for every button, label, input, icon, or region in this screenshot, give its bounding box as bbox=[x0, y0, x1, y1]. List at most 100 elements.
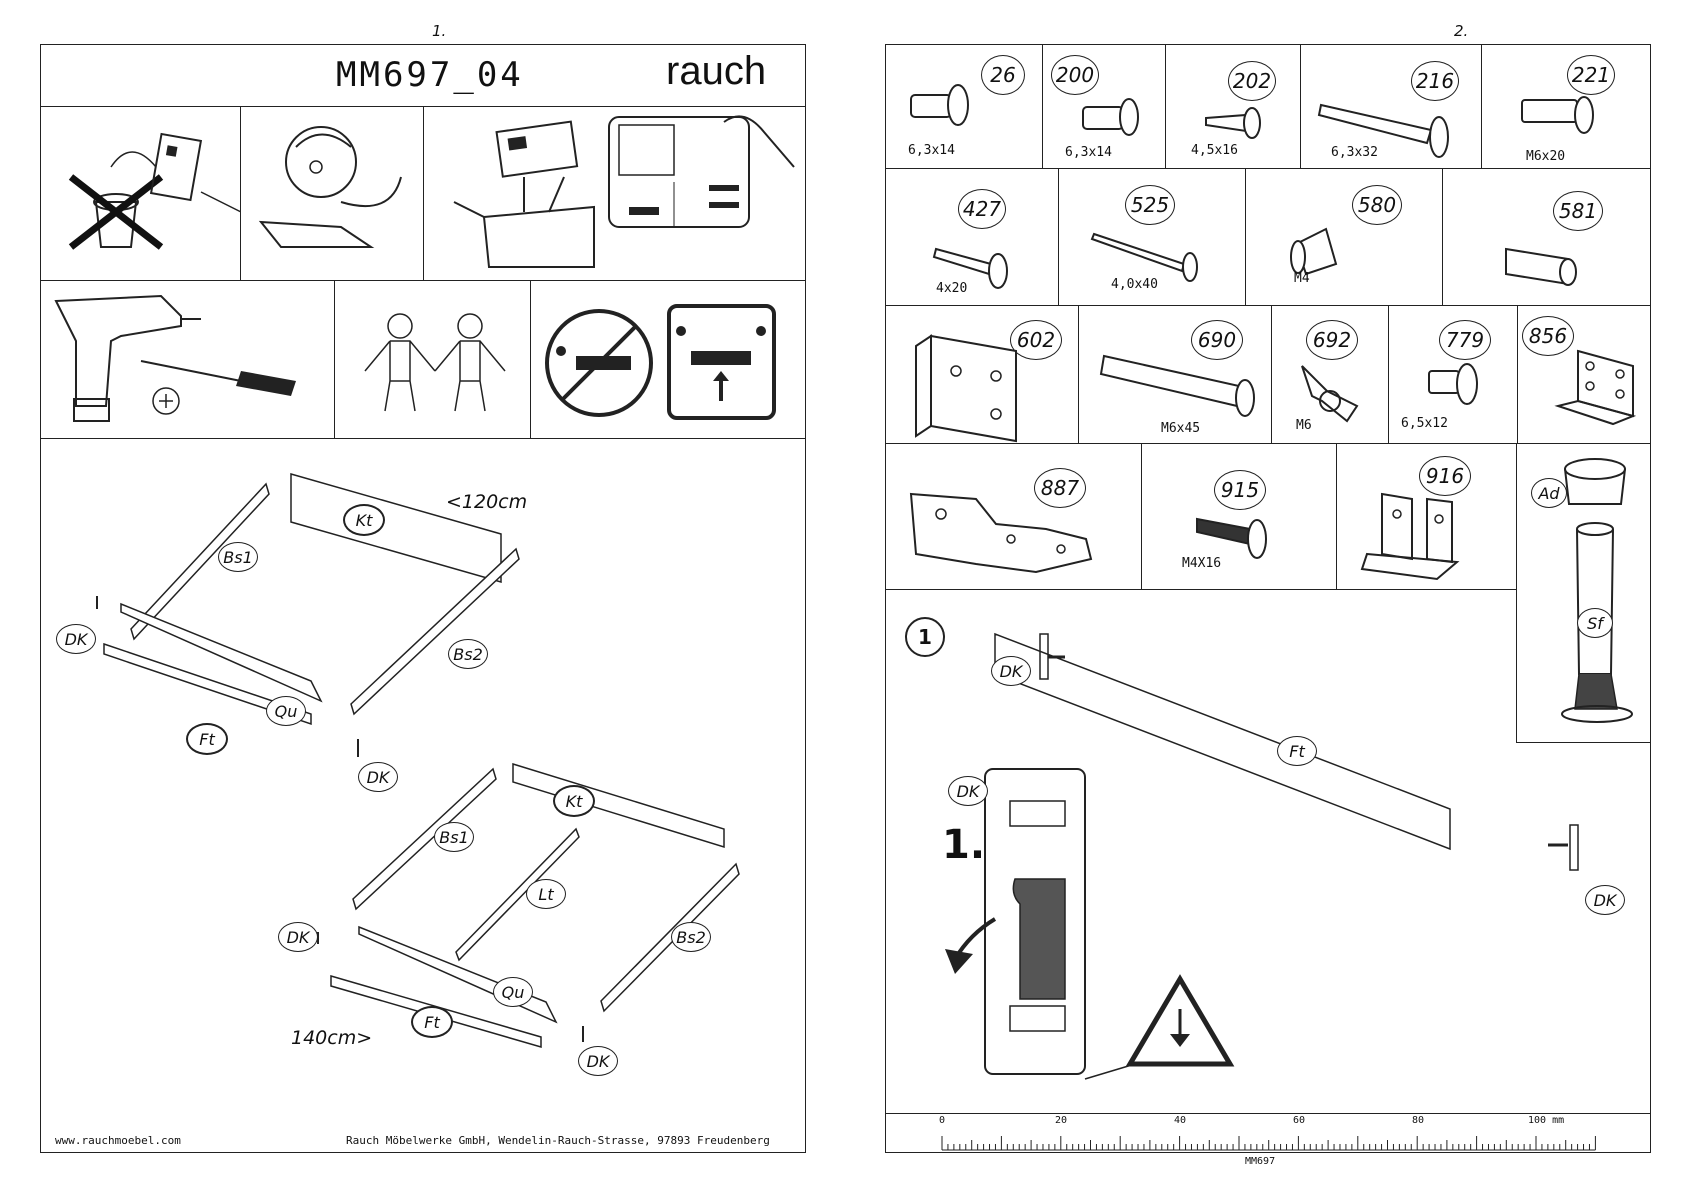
label-lt: Lt bbox=[526, 879, 566, 909]
store-instructions-icon bbox=[453, 115, 795, 268]
brand-logo: rauch bbox=[666, 49, 767, 93]
hardware-id-427: 427 bbox=[958, 189, 1006, 229]
hardware-id-915: 915 bbox=[1214, 470, 1266, 510]
hardware-size-915: M4X16 bbox=[1182, 556, 1222, 571]
label-ft-lower: Ft bbox=[411, 1006, 453, 1038]
hardware-id-202: 202 bbox=[1228, 61, 1276, 101]
hardware-cell-690: 690 M6x45 bbox=[1078, 305, 1272, 444]
label-ad: Ad bbox=[1531, 478, 1567, 508]
screw-26-icon bbox=[910, 84, 969, 126]
sleeve-581-icon bbox=[1505, 247, 1577, 286]
left-header: MM697_04 rauch bbox=[40, 44, 806, 107]
hardware-cell-887: 887 bbox=[885, 443, 1142, 590]
label-bs1-upper: Bs1 bbox=[218, 542, 258, 572]
bracket-856-icon bbox=[1554, 349, 1637, 426]
ruler-label-60: 60 bbox=[1293, 1115, 1306, 1126]
tools-panel bbox=[40, 280, 335, 439]
ruler-label-100: 100 mm bbox=[1528, 1115, 1565, 1126]
hardware-cell-202: 202 4,5x16 bbox=[1165, 44, 1301, 169]
left-page-number: 1. bbox=[432, 22, 447, 40]
step-one-drawing bbox=[945, 632, 1451, 1080]
screw-427-icon bbox=[932, 247, 1008, 289]
hardware-cell-915: 915 M4X16 bbox=[1141, 443, 1337, 590]
angle-bracket-602-icon bbox=[915, 334, 1017, 443]
bed-hook-887-icon bbox=[909, 492, 1093, 574]
hardware-id-692: 692 bbox=[1306, 320, 1358, 360]
right-page-number: 2. bbox=[1454, 22, 1469, 40]
screw-525-icon bbox=[1090, 232, 1198, 282]
label-ft-step: Ft bbox=[1277, 736, 1317, 766]
bolt-690-icon bbox=[1099, 354, 1255, 417]
hardware-cell-221: 221 M6x20 bbox=[1481, 44, 1651, 169]
screw-216-icon bbox=[1317, 103, 1449, 158]
wing-nut-692-icon bbox=[1301, 365, 1359, 423]
hardware-id-602: 602 bbox=[1010, 320, 1062, 360]
label-dk-1: DK bbox=[56, 624, 96, 654]
bolt-221-icon bbox=[1521, 96, 1594, 134]
hardware-cell-692: 692 M6 bbox=[1271, 305, 1389, 444]
footer-website: www.rauchmoebel.com bbox=[55, 1134, 181, 1147]
hardware-cell-200: 200 6,3x14 bbox=[1042, 44, 1166, 169]
adjustable-foot-cell: Ad Sf bbox=[1516, 443, 1651, 743]
hardware-size-692: M6 bbox=[1296, 418, 1312, 433]
ruler-caption: MM697 bbox=[1245, 1156, 1276, 1167]
hardware-cell-916: 916 bbox=[1336, 443, 1517, 590]
sub-step-label: 1. bbox=[942, 822, 986, 868]
step-one-right-end bbox=[1548, 824, 1579, 871]
lifting-panel bbox=[530, 280, 806, 439]
hardware-id-26: 26 bbox=[981, 55, 1025, 95]
ruler-label-80: 80 bbox=[1412, 1115, 1425, 1126]
hardware-size-779: 6,5x12 bbox=[1401, 416, 1448, 431]
hardware-cell-779: 779 6,5x12 bbox=[1388, 305, 1518, 444]
hardware-cell-26: 26 6,3x14 bbox=[885, 44, 1043, 169]
ruler-label-40: 40 bbox=[1174, 1115, 1187, 1126]
label-ft-upper: Ft bbox=[186, 723, 228, 755]
hardware-id-216: 216 bbox=[1411, 61, 1459, 101]
hardware-size-690: M6x45 bbox=[1161, 421, 1201, 436]
hardware-cell-856: 856 bbox=[1517, 305, 1651, 444]
hardware-size-26: 6,3x14 bbox=[908, 143, 955, 158]
hardware-size-200: 6,3x14 bbox=[1065, 145, 1112, 160]
lift-do-not-drag-icon bbox=[545, 304, 776, 420]
person-reading-icon bbox=[258, 126, 402, 248]
info-panel-no-trash bbox=[40, 106, 242, 281]
info-panel-storage bbox=[423, 106, 806, 281]
bed-frame-exploded-drawing bbox=[96, 473, 740, 1048]
hardware-id-221: 221 bbox=[1567, 55, 1615, 95]
label-bs2-upper: Bs2 bbox=[448, 639, 488, 669]
info-panel-reading bbox=[240, 106, 424, 281]
hardware-size-580: M4 bbox=[1294, 271, 1310, 286]
hardware-cell-580: 580 M4 bbox=[1245, 168, 1443, 306]
footer-address: Rauch Möbelwerke GmbH, Wendelin-Rauch-St… bbox=[346, 1134, 770, 1147]
label-bs2-lower: Bs2 bbox=[671, 922, 711, 952]
adjustable-foot-icon bbox=[1561, 458, 1633, 723]
hardware-size-216: 6,3x32 bbox=[1331, 145, 1378, 160]
hardware-id-581: 581 bbox=[1553, 191, 1603, 231]
hardware-id-887: 887 bbox=[1034, 468, 1086, 508]
hardware-cell-216: 216 6,3x32 bbox=[1300, 44, 1482, 169]
label-dk-step-a: DK bbox=[991, 656, 1031, 686]
hardware-cell-581: 581 bbox=[1442, 168, 1651, 306]
size-note-120: <120cm bbox=[446, 491, 528, 513]
ruler-label-0: 0 bbox=[939, 1115, 946, 1126]
label-bs1-lower: Bs1 bbox=[434, 822, 474, 852]
hardware-size-525: 4,0x40 bbox=[1111, 277, 1158, 292]
bracket-916-icon bbox=[1360, 492, 1460, 581]
screw-200-icon bbox=[1082, 98, 1139, 136]
do-not-discard-instructions-icon bbox=[68, 132, 242, 250]
measurement-ruler bbox=[941, 1136, 1596, 1151]
two-persons-panel bbox=[334, 280, 531, 439]
label-dk-2: DK bbox=[358, 762, 398, 792]
hardware-cell-427: 427 4x20 bbox=[885, 168, 1059, 306]
label-kt-lower: Kt bbox=[553, 785, 595, 817]
hardware-cell-602: 602 bbox=[885, 305, 1079, 444]
hardware-id-200: 200 bbox=[1051, 55, 1099, 95]
hardware-size-221: M6x20 bbox=[1526, 149, 1566, 164]
hardware-size-427: 4x20 bbox=[936, 281, 968, 296]
ruler-label-20: 20 bbox=[1055, 1115, 1068, 1126]
hardware-cell-525: 525 4,0x40 bbox=[1058, 168, 1246, 306]
label-sf: Sf bbox=[1577, 608, 1613, 638]
step-number: 1 bbox=[905, 617, 945, 657]
hardware-id-690: 690 bbox=[1191, 320, 1243, 360]
label-dk-4: DK bbox=[578, 1046, 618, 1076]
